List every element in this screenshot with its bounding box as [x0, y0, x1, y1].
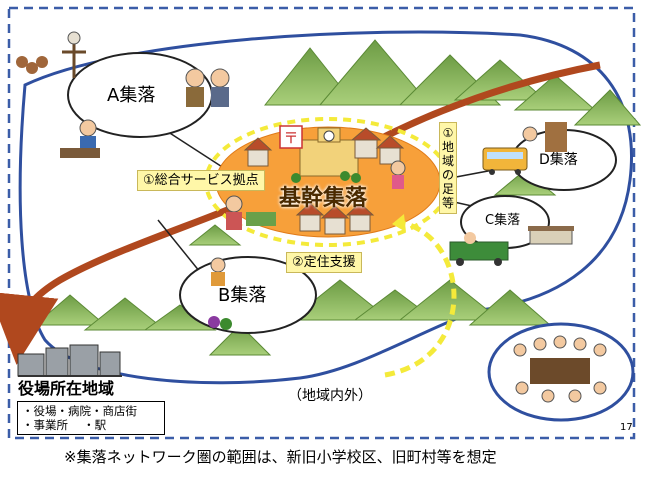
inside-outside-arrow: [384, 220, 457, 378]
svg-text:〒: 〒: [283, 129, 298, 147]
monkeys-illustration: [16, 56, 48, 74]
outer-dashed-frame: [7, 6, 636, 440]
child-illustration: [210, 257, 226, 286]
community-meeting-illustration: [513, 335, 607, 403]
footnote: ※集落ネットワーク圏の範囲は、新旧小学校区、旧町村等を想定: [64, 448, 497, 466]
bus-illustration: [482, 147, 528, 175]
settlement-support-label: ②定住支援: [286, 252, 362, 273]
vegetables-illustration: [208, 316, 232, 330]
farmer-illustration: [60, 119, 100, 158]
office-area-info-box: ・役場・病院・商店街 ・事業所 ・駅: [17, 401, 165, 435]
truck-illustration: [449, 232, 509, 266]
office-area-title: 役場所在地域: [18, 379, 115, 398]
office-area-item: ・事業所 ・駅: [22, 418, 107, 432]
support-worker-illustration: [225, 195, 276, 230]
girl-with-flag-illustration: [390, 160, 406, 189]
inside-outside-label: （地域内外）: [288, 388, 372, 404]
service-point-label: ①総合サービス拠点: [137, 170, 265, 191]
hub-label: 基幹集落: [279, 186, 368, 211]
hub-buildings: 〒: [243, 125, 405, 235]
office-area-item: ・役場・病院・商店街: [22, 404, 137, 418]
worker-illustration: [522, 122, 567, 152]
settlement-a-label: A集落: [107, 85, 156, 106]
bus-stop-shelter-illustration: [528, 226, 574, 245]
elderly-couple-illustration: [185, 68, 230, 107]
inside-outside-arrowhead: [392, 214, 406, 232]
page-number: 17: [620, 422, 633, 433]
scarecrow-illustration: [62, 31, 86, 78]
settlement-b-label: B集落: [218, 285, 267, 306]
settlement-c-label: C集落: [485, 213, 521, 228]
settlement-d-label: D集落: [539, 152, 578, 168]
mountains: [33, 39, 642, 356]
government-buildings-illustration: [17, 344, 122, 377]
